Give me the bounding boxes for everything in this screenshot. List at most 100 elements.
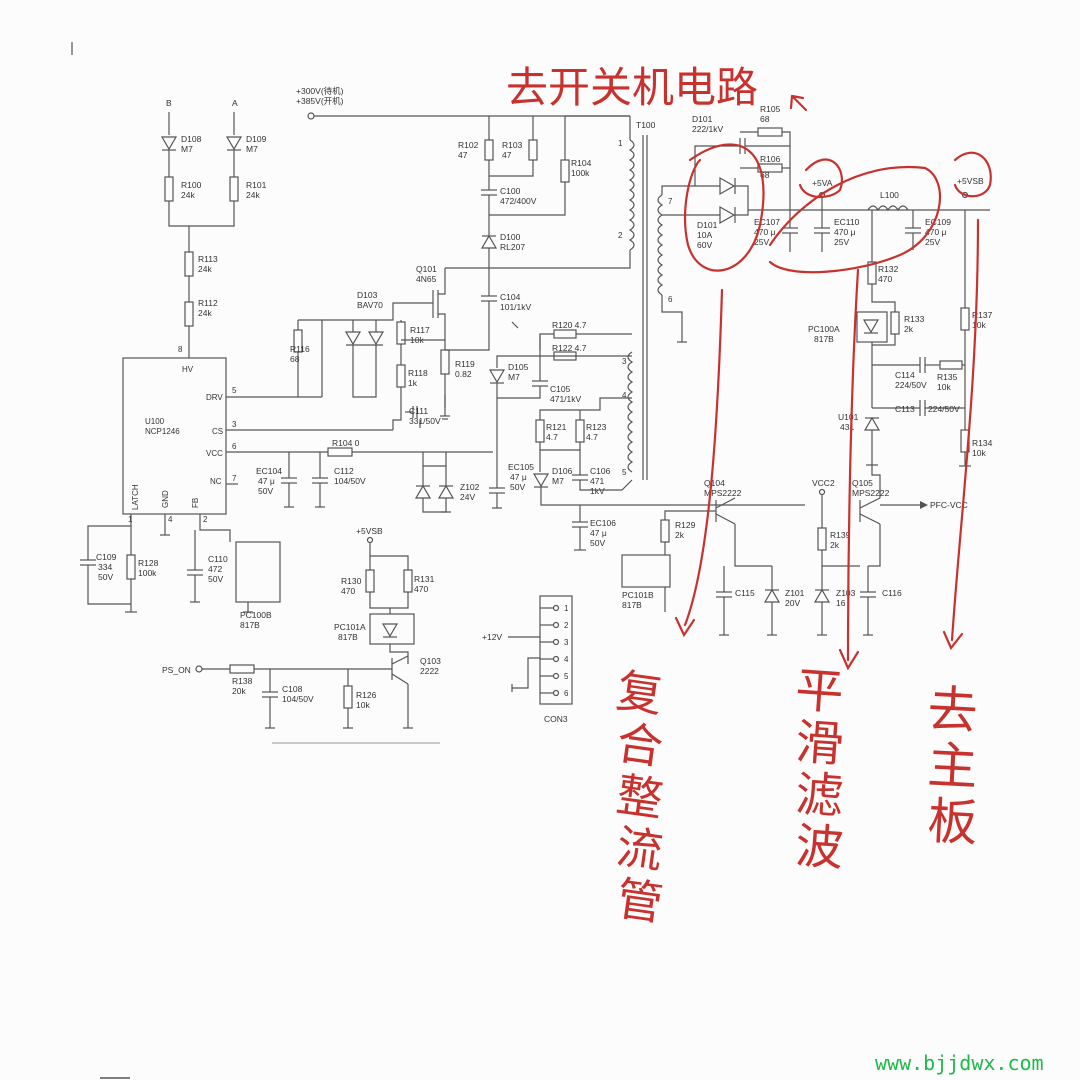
svg-text:R131: R131 <box>414 574 435 584</box>
svg-text:1k: 1k <box>408 378 418 388</box>
svg-text:100k: 100k <box>571 168 590 178</box>
annotation-rectifier-char: 整 <box>613 767 666 827</box>
gate-drive: R116 68 D103 BAV70 R117 10k R118 1k C111… <box>290 290 441 430</box>
controller-ic-u100: 8 HV U100 NCP1246 DRV CS VCC NC 5 3 6 7 … <box>122 345 493 524</box>
svg-text:2k: 2k <box>830 540 840 550</box>
svg-text:C108: C108 <box>282 684 303 694</box>
svg-text:Q104: Q104 <box>704 478 725 488</box>
annotation-filter-char: 波 <box>793 818 845 877</box>
arrow-mainboard <box>942 218 980 651</box>
annotation-rectifier-char: 流 <box>613 819 666 879</box>
svg-text:47 μ: 47 μ <box>510 472 527 482</box>
svg-text:Z103: Z103 <box>836 588 856 598</box>
startup-chain: B A D108 M7 D109 M7 R100 24k R101 24k R1… <box>160 98 267 358</box>
annotation-mainboard-char: 去 <box>926 680 979 741</box>
svg-text:C110: C110 <box>208 554 228 564</box>
svg-text:T100: T100 <box>636 120 656 130</box>
svg-text:EC104: EC104 <box>256 466 282 476</box>
svg-text:0.82: 0.82 <box>455 369 472 379</box>
svg-text:6: 6 <box>232 442 237 451</box>
svg-text:C113: C113 <box>895 404 915 414</box>
con3-pin <box>552 604 560 612</box>
con3-pin-label: 5 <box>564 672 569 681</box>
svg-text:M7: M7 <box>508 372 520 382</box>
svg-text:Q103: Q103 <box>420 656 441 666</box>
vcc2-label: VCC2 <box>812 478 835 488</box>
svg-text:2: 2 <box>618 231 623 240</box>
svg-text:R118: R118 <box>408 368 428 378</box>
svg-text:817B: 817B <box>338 632 358 642</box>
svg-text:EC109: EC109 <box>925 217 951 227</box>
svg-text:C106: C106 <box>590 466 611 476</box>
svg-text:VCC: VCC <box>206 449 223 458</box>
svg-text:LATCH: LATCH <box>131 484 140 510</box>
svg-text:D103: D103 <box>357 290 378 300</box>
hv-standby-label: +300V(待机) <box>296 86 344 96</box>
svg-text:104/50V: 104/50V <box>334 476 366 486</box>
hv-on-label: +385V(开机) <box>296 96 344 106</box>
aux-winding: R120 4.7 R122 4.7 D105 M7 C105 471/1kV R… <box>488 320 805 551</box>
filter-circle <box>768 165 942 274</box>
svg-text:470: 470 <box>341 586 355 596</box>
annotation-filter-char: 平 <box>793 662 845 721</box>
annotation-rectifier-char: 复 <box>613 663 666 723</box>
svg-text:R105: R105 <box>760 104 781 114</box>
svg-text:R138: R138 <box>232 676 253 686</box>
svg-text:10k: 10k <box>356 700 370 710</box>
svg-text:68: 68 <box>760 170 770 180</box>
svg-text:471/1kV: 471/1kV <box>550 394 582 404</box>
svg-text:334: 334 <box>98 562 112 572</box>
annotation-rectifier-char: 合 <box>613 715 666 775</box>
svg-text:50V: 50V <box>98 572 113 582</box>
svg-text:PC101A: PC101A <box>334 622 366 632</box>
svg-text:5: 5 <box>622 468 627 477</box>
svg-text:5: 5 <box>232 386 237 395</box>
svg-text:R101: R101 <box>246 180 267 190</box>
svg-text:24k: 24k <box>198 308 212 318</box>
svg-text:PC101B: PC101B <box>622 590 654 600</box>
svg-text:224/50V: 224/50V <box>928 404 960 414</box>
svg-text:470 μ: 470 μ <box>834 227 856 237</box>
svg-text:R126: R126 <box>356 690 377 700</box>
annotation-mainboard: 去主板 <box>926 680 979 853</box>
annotation-to-power-switch: 去开关机电路 <box>506 63 758 112</box>
svg-text:50V: 50V <box>590 538 605 548</box>
svg-text:C100: C100 <box>500 186 521 196</box>
svg-text:1kV: 1kV <box>590 486 605 496</box>
svg-text:RL207: RL207 <box>500 242 525 252</box>
svg-text:GND: GND <box>161 490 170 508</box>
svg-text:10k: 10k <box>972 320 986 330</box>
svg-text:470 μ: 470 μ <box>754 227 776 237</box>
svg-text:R112: R112 <box>198 298 218 308</box>
svg-text:R116: R116 <box>290 344 310 354</box>
svg-text:7: 7 <box>668 197 673 206</box>
svg-text:EC107: EC107 <box>754 217 780 227</box>
svg-text:47 μ: 47 μ <box>258 476 275 486</box>
con3-pin <box>552 672 560 680</box>
svg-text:CON3: CON3 <box>544 714 568 724</box>
con3-pin-label: 3 <box>564 638 569 647</box>
svg-text:4: 4 <box>622 391 627 400</box>
svg-text:R100: R100 <box>181 180 202 190</box>
feedback-loop: R132 470 R133 2k PC100A 817B C114 224/50… <box>808 210 993 467</box>
v5va-circle <box>798 158 843 198</box>
svg-text:2: 2 <box>203 515 208 524</box>
svg-text:PC100B: PC100B <box>240 610 272 620</box>
pfc-vcc-control: Q104 MPS2222 R129 2k PC101B 817B C115 Z1… <box>621 465 968 636</box>
svg-text:24V: 24V <box>460 492 475 502</box>
svg-text:R129: R129 <box>675 520 696 530</box>
svg-text:EC110: EC110 <box>834 217 860 227</box>
svg-text:471: 471 <box>590 476 604 486</box>
svg-text:R104 0: R104 0 <box>332 438 360 448</box>
svg-text:C115: C115 <box>735 588 755 598</box>
svg-text:2k: 2k <box>904 324 914 334</box>
vcc-supply: R104 0 EC104 47 μ 50V C112 104/50V Z102 … <box>256 438 534 513</box>
annotation-mainboard-char: 主 <box>926 736 979 797</box>
svg-text:Q105: Q105 <box>852 478 873 488</box>
svg-text:4.7: 4.7 <box>586 432 598 442</box>
svg-text:D106: D106 <box>552 466 573 476</box>
svg-text:3: 3 <box>232 420 237 429</box>
annotation-mainboard-char: 板 <box>926 792 979 853</box>
node-a-label: A <box>232 98 238 108</box>
